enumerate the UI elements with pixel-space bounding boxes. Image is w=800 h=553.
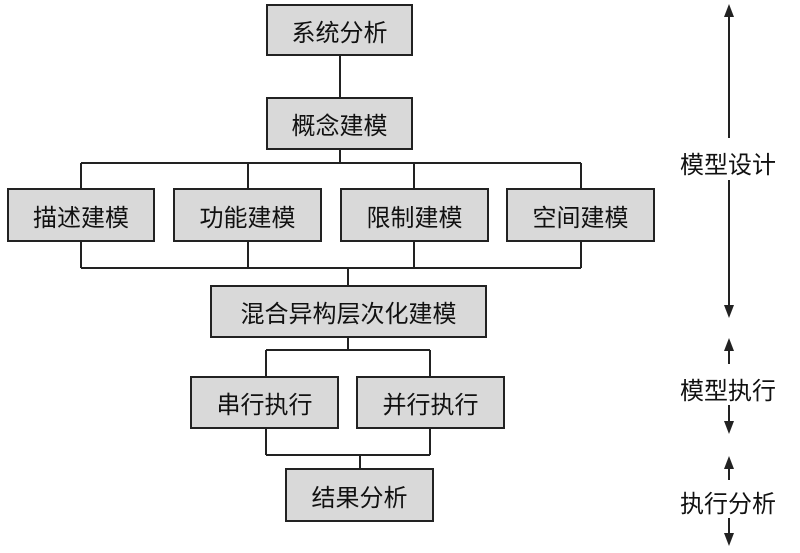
descriptive-modeling-node: 描述建模 xyxy=(7,188,155,242)
system-analysis-node: 系统分析 xyxy=(266,4,413,56)
result-analysis-node: 结果分析 xyxy=(285,468,434,522)
phase-arrows xyxy=(724,4,734,546)
phase-label-execution-analysis: 执行分析 xyxy=(680,490,776,518)
hybrid-hierarchical-modeling-node: 混合异构层次化建模 xyxy=(210,285,487,338)
constraint-modeling-node: 限制建模 xyxy=(340,188,489,242)
functional-modeling-node: 功能建模 xyxy=(173,188,322,242)
phase-label-model-execution: 模型执行 xyxy=(680,377,776,405)
spatial-modeling-node: 空间建模 xyxy=(506,188,655,242)
parallel-execution-node: 并行执行 xyxy=(356,376,505,429)
serial-execution-node: 串行执行 xyxy=(190,376,339,429)
concept-modeling-node: 概念建模 xyxy=(266,97,413,150)
phase-label-model-design: 模型设计 xyxy=(680,151,776,179)
